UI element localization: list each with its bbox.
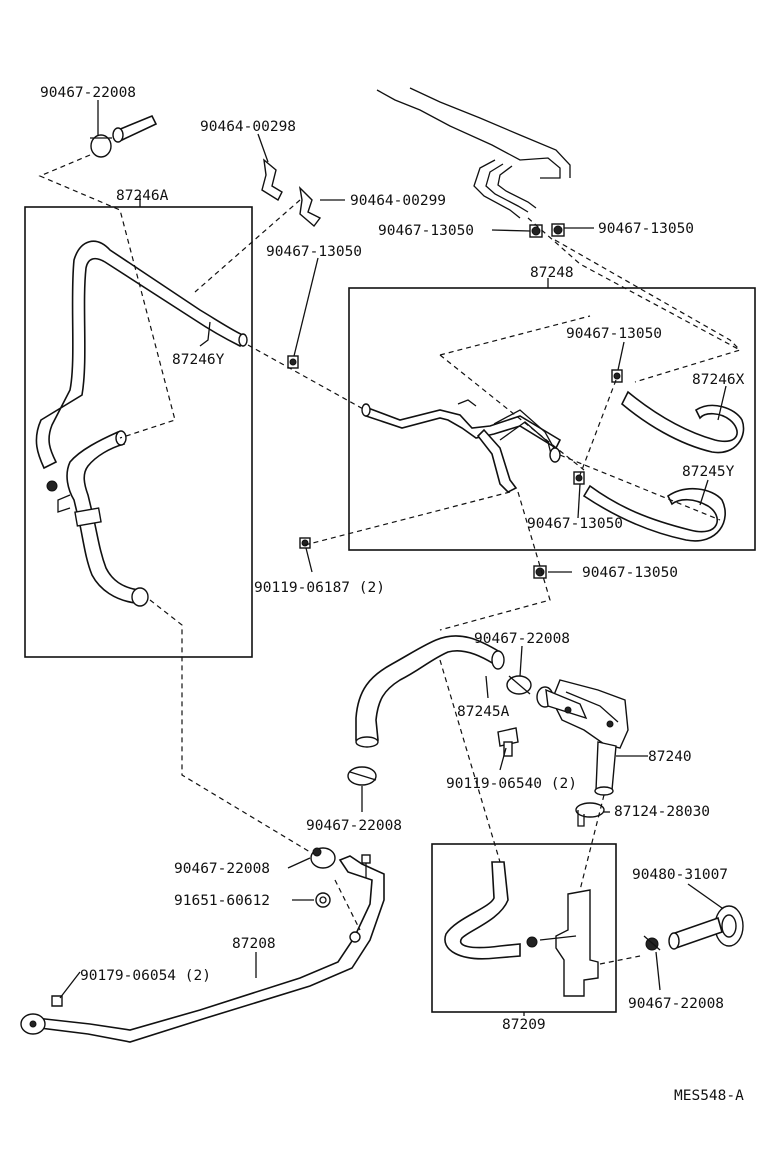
pipe-assembly-87248 — [361, 399, 562, 493]
label-87246y[interactable]: 87246Y — [172, 352, 225, 368]
hose-87246y — [35, 240, 248, 470]
label-87208[interactable]: 87208 — [232, 936, 276, 952]
valve-87240 — [536, 679, 629, 796]
part-labels: 90467-22008 90464-00298 90464-00299 8724… — [40, 85, 745, 1104]
label-87209[interactable]: 87209 — [502, 1017, 546, 1033]
label-90480-31007[interactable]: 90480-31007 — [632, 867, 728, 883]
label-90467-22008-c[interactable]: 90467-22008 — [306, 818, 402, 834]
label-90467-13050-f[interactable]: 90467-13050 — [582, 565, 678, 581]
label-90464-00299[interactable]: 90464-00299 — [350, 193, 446, 209]
label-90179-06054[interactable]: 90179-06054 (2) — [80, 968, 211, 984]
label-91651-60612[interactable]: 91651-60612 — [174, 893, 270, 909]
clamp-87124-28030 — [575, 802, 605, 827]
hose-87246x — [621, 390, 745, 454]
label-90467-13050-e[interactable]: 90467-13050 — [527, 516, 623, 532]
label-90119-06540[interactable]: 90119-06540 (2) — [446, 776, 577, 792]
label-87246x[interactable]: 87246X — [692, 372, 745, 388]
pipe-87208 — [20, 854, 385, 1043]
diagram-code: MES548-A — [674, 1088, 744, 1104]
hose-87209 — [444, 861, 599, 997]
label-90119-06187[interactable]: 90119-06187 (2) — [254, 580, 385, 596]
hose-87245y — [582, 484, 726, 542]
group-box-87246a — [24, 206, 253, 658]
connection-lines — [38, 154, 742, 965]
label-90467-22008-d[interactable]: 90467-22008 — [174, 861, 270, 877]
label-87248[interactable]: 87248 — [530, 265, 574, 281]
label-90467-22008-e[interactable]: 90467-22008 — [628, 996, 724, 1012]
fasteners — [51, 158, 623, 1007]
label-90467-13050-a[interactable]: 90467-13050 — [266, 244, 362, 260]
engine-block-outline — [376, 87, 571, 219]
hose-87246a — [46, 430, 149, 607]
hose-end-top-left — [90, 114, 158, 158]
group-box-87248 — [348, 287, 756, 551]
label-90464-00298[interactable]: 90464-00298 — [200, 119, 296, 135]
hose-87245a — [355, 635, 505, 748]
label-87246a[interactable]: 87246A — [116, 188, 169, 204]
label-90467-13050-b[interactable]: 90467-13050 — [378, 223, 474, 239]
grommet-90480-31007 — [643, 905, 744, 951]
label-90467-13050-c[interactable]: 90467-13050 — [598, 221, 694, 237]
label-87245a[interactable]: 87245A — [457, 704, 510, 720]
label-90467-22008-top[interactable]: 90467-22008 — [40, 85, 136, 101]
label-87245y[interactable]: 87245Y — [682, 464, 735, 480]
label-87240[interactable]: 87240 — [648, 749, 692, 765]
label-90467-22008-b[interactable]: 90467-22008 — [474, 631, 570, 647]
label-87124-28030[interactable]: 87124-28030 — [614, 804, 710, 820]
leader-lines — [59, 100, 727, 1016]
label-90467-13050-d[interactable]: 90467-13050 — [566, 326, 662, 342]
